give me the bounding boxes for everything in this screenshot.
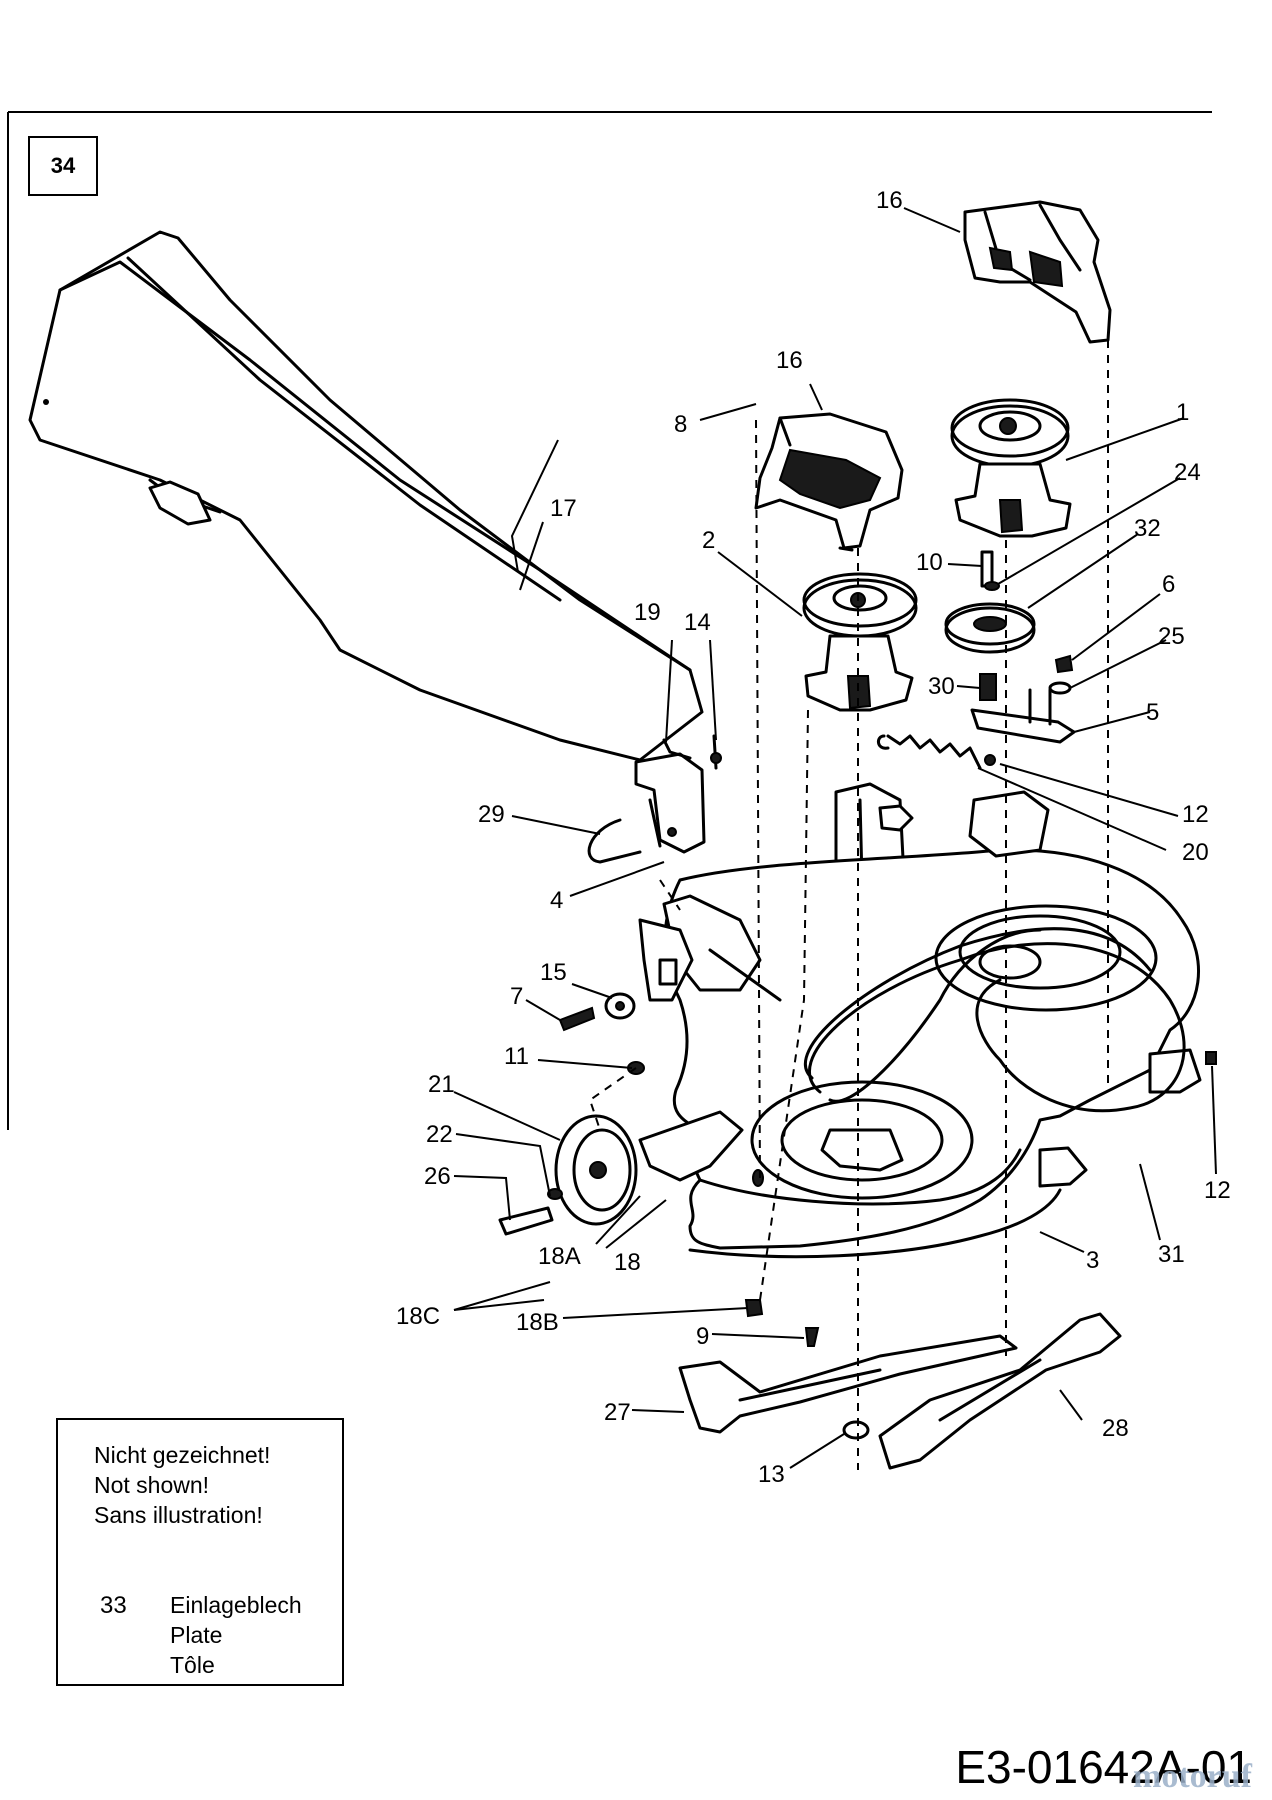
note-heading-de: Nicht gezeichnet! xyxy=(94,1442,271,1468)
idler-arm xyxy=(970,654,1076,766)
note-heading-fr: Sans illustration! xyxy=(94,1502,263,1528)
discharge-chute xyxy=(28,230,704,762)
callout-25: 25 xyxy=(1158,623,1185,650)
mower-blades xyxy=(678,1312,1122,1470)
note-item-de: Einlageblech xyxy=(170,1592,302,1618)
not-shown-note: Nicht gezeichnet! Not shown! Sans illust… xyxy=(56,1418,344,1686)
note-item-fr: Tôle xyxy=(170,1652,215,1678)
section-number-box: 34 xyxy=(28,136,98,196)
chute-bracket xyxy=(587,734,722,864)
mower-deck xyxy=(638,790,1202,1259)
callout-20: 20 xyxy=(1182,839,1209,866)
drive-belt xyxy=(803,927,1186,1113)
callout-2: 2 xyxy=(702,527,715,554)
callout-16-upper: 16 xyxy=(876,187,903,214)
belt-cover-right xyxy=(963,200,1112,344)
callout-13: 13 xyxy=(758,1461,785,1488)
callout-8: 8 xyxy=(674,411,687,438)
callout-6: 6 xyxy=(1162,571,1175,598)
callout-18c: 18C xyxy=(396,1303,440,1330)
callout-3: 3 xyxy=(1086,1247,1099,1274)
note-heading-en: Not shown! xyxy=(94,1472,210,1498)
callout-18a: 18A xyxy=(538,1243,581,1270)
assembly-centerlines xyxy=(588,340,1109,1470)
callout-leaders xyxy=(453,207,1217,1469)
callout-4: 4 xyxy=(550,887,563,914)
section-number: 34 xyxy=(50,153,76,178)
callout-28: 28 xyxy=(1102,1415,1129,1442)
callout-18b: 18B xyxy=(516,1309,559,1336)
callout-16-middle: 16 xyxy=(776,347,803,374)
callout-1: 1 xyxy=(1176,399,1189,426)
callout-22: 22 xyxy=(426,1121,453,1148)
callout-12-upper: 12 xyxy=(1182,801,1209,828)
note-item-number: 33 xyxy=(100,1592,127,1619)
gauge-wheel xyxy=(498,1110,744,1236)
callout-11: 11 xyxy=(504,1043,529,1070)
callout-21: 21 xyxy=(428,1071,455,1098)
callout-32: 32 xyxy=(1134,515,1161,542)
callout-17: 17 xyxy=(550,495,577,522)
callout-5: 5 xyxy=(1146,699,1159,726)
callout-26: 26 xyxy=(424,1163,451,1190)
callout-24: 24 xyxy=(1174,459,1201,486)
idler-assembly xyxy=(944,550,1036,654)
callout-15: 15 xyxy=(540,959,567,986)
callout-12-lower: 12 xyxy=(1204,1177,1231,1204)
callout-9: 9 xyxy=(696,1323,709,1350)
callout-29: 29 xyxy=(478,801,505,828)
callout-labels: 16 16 8 1 24 32 10 6 25 30 5 12 20 2 17 … xyxy=(396,187,1231,1488)
callout-30: 30 xyxy=(928,673,955,700)
spindle-pulley-right xyxy=(950,398,1072,538)
callout-10: 10 xyxy=(916,549,943,576)
callout-31: 31 xyxy=(1158,1241,1185,1268)
callout-7: 7 xyxy=(510,983,523,1010)
callout-27: 27 xyxy=(604,1399,631,1426)
belt-cover-left xyxy=(754,412,904,552)
drawing-id: E3-01642A-01 xyxy=(955,1741,1252,1793)
callout-18: 18 xyxy=(614,1249,641,1276)
callout-14: 14 xyxy=(684,609,711,636)
note-item-en: Plate xyxy=(170,1622,223,1648)
callout-19: 19 xyxy=(634,599,661,626)
watermark-logo: motoruf xyxy=(1133,1758,1252,1795)
spindle-pulley-left xyxy=(802,572,918,712)
tension-spring xyxy=(877,734,982,770)
